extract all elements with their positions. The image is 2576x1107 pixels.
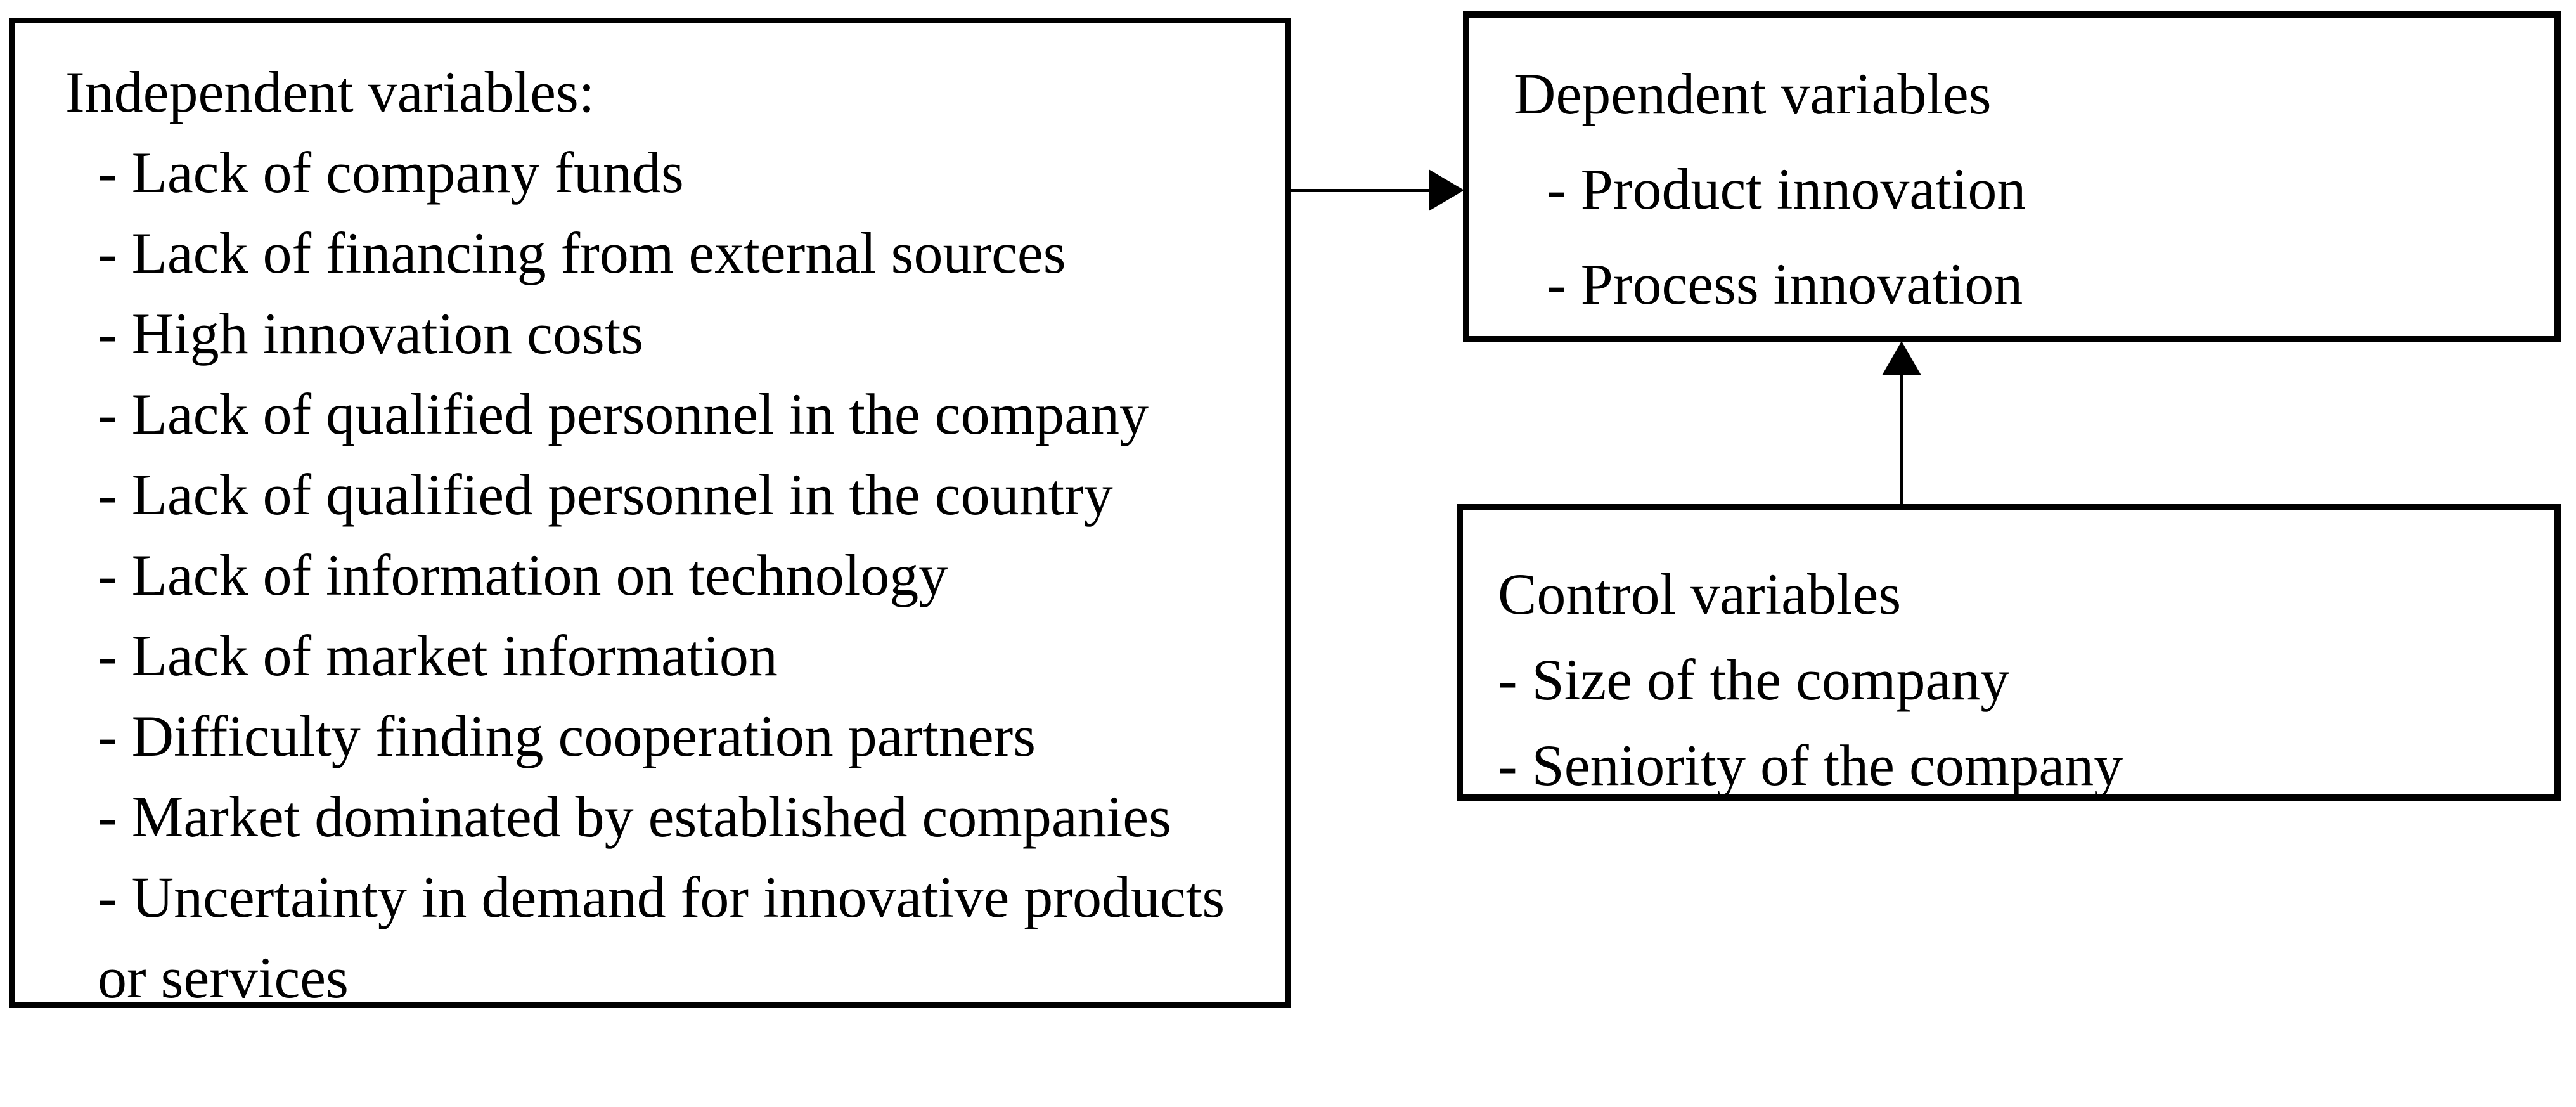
independent-item: - Difficulty finding cooperation partner… bbox=[98, 704, 1036, 768]
arrowhead-right-icon bbox=[1429, 169, 1464, 211]
control-variables-box: Control variables - Size of the company … bbox=[1457, 504, 2561, 801]
independent-to-dependent-arrow-line bbox=[1291, 189, 1430, 192]
dependent-box-title: Dependent variables bbox=[1514, 62, 1992, 126]
independent-item: - Lack of company funds bbox=[98, 140, 684, 205]
arrowhead-up-icon bbox=[1882, 341, 1921, 375]
dependent-item: - Product innovation bbox=[1547, 157, 2026, 221]
independent-item: - Lack of market information bbox=[98, 623, 778, 688]
independent-item: - Market dominated by established compan… bbox=[98, 784, 1171, 849]
independent-item: - Lack of information on technology bbox=[98, 543, 948, 607]
independent-variables-box: Independent variables: - Lack of company… bbox=[9, 18, 1291, 1010]
dependent-item: - Process innovation bbox=[1547, 252, 2023, 316]
control-item: - Seniority of the company bbox=[1498, 733, 2123, 798]
independent-item: - Lack of financing from external source… bbox=[98, 221, 1066, 285]
independent-item: - Lack of qualified personnel in the com… bbox=[98, 382, 1149, 446]
independent-item-continuation: or services bbox=[98, 945, 349, 1010]
control-box-title: Control variables bbox=[1498, 562, 1902, 626]
control-item: - Size of the company bbox=[1498, 647, 2010, 712]
independent-box-title: Independent variables: bbox=[65, 60, 595, 124]
control-to-dependent-arrow-line bbox=[1900, 371, 1903, 504]
independent-item: - Uncertainty in demand for innovative p… bbox=[98, 865, 1225, 929]
dependent-variables-box: Dependent variables - Product innovation… bbox=[1463, 11, 2561, 342]
independent-item: - Lack of qualified personnel in the cou… bbox=[98, 462, 1113, 527]
independent-item: - High innovation costs bbox=[98, 301, 644, 366]
